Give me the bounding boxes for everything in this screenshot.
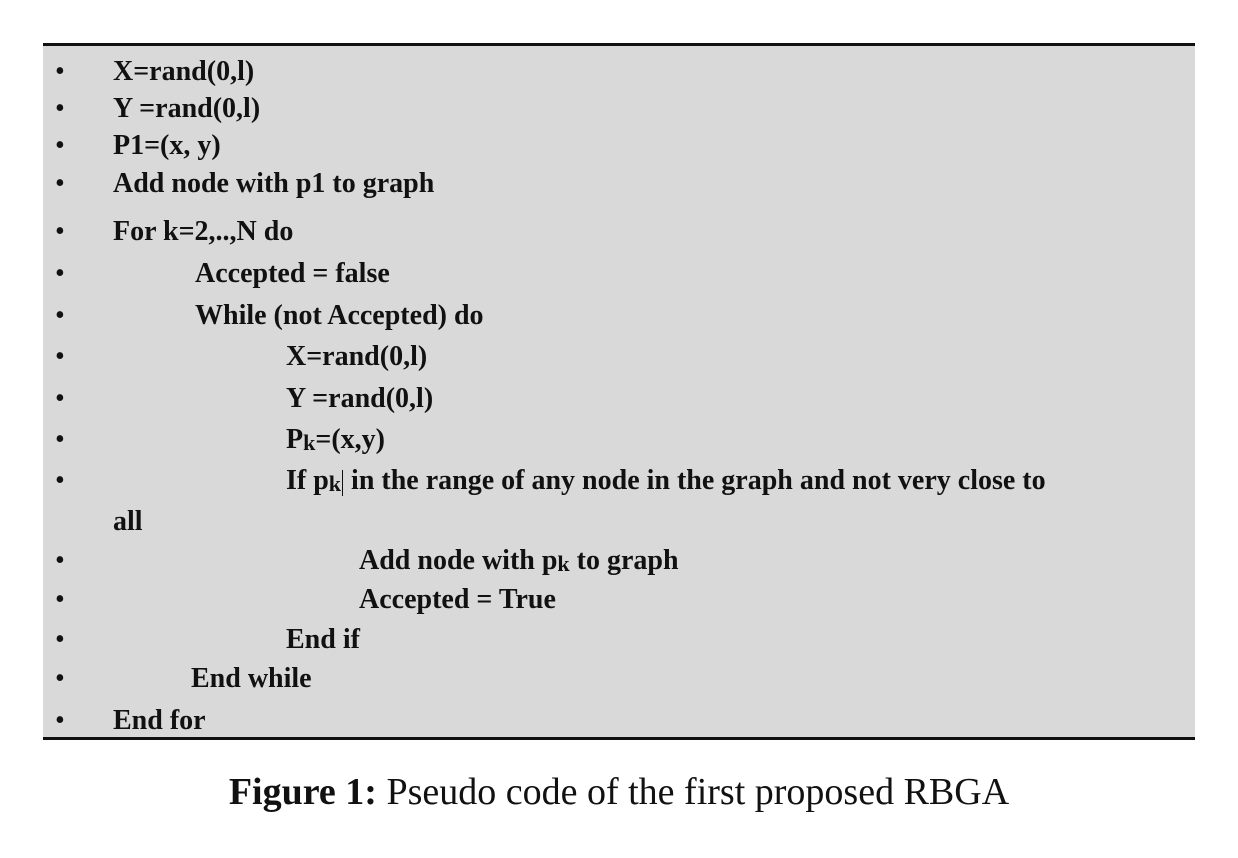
code-text: Accepted = True	[359, 584, 556, 615]
code-line: • Add node with pk to graph	[43, 543, 1195, 579]
code-line: • Accepted = True	[43, 582, 1195, 618]
code-text: X=rand(0,l)	[286, 341, 428, 372]
code-text: End for	[113, 705, 206, 736]
bullet-icon: •	[55, 663, 65, 694]
code-line: • X=rand(0,l)	[43, 339, 1195, 375]
subscript-k: k	[328, 471, 342, 496]
code-text: End while	[191, 663, 312, 694]
bullet-icon: •	[55, 56, 65, 87]
code-text-wrap: all	[113, 506, 143, 537]
bullet-icon: •	[55, 168, 65, 199]
code-line: • P1=(x, y)	[43, 128, 1195, 164]
code-text-post: in the range of any node in the graph an…	[344, 465, 1046, 496]
bullet-icon: •	[55, 300, 65, 331]
bullet-icon: •	[55, 383, 65, 414]
code-text-post: to graph	[569, 545, 679, 576]
code-text: Y =rand(0,l)	[113, 93, 261, 124]
code-line-wrap: all	[43, 504, 1195, 540]
code-text: Pk=(x,y)	[286, 422, 385, 459]
code-text: P1=(x, y)	[113, 130, 221, 161]
bullet-icon: •	[55, 216, 65, 247]
bullet-icon: •	[55, 130, 65, 161]
bullet-icon: •	[55, 545, 65, 576]
bullet-icon: •	[55, 624, 65, 655]
code-text: Add node with pk to graph	[359, 543, 679, 580]
bullet-icon: •	[55, 424, 65, 455]
code-text: Add node with p1 to graph	[113, 168, 435, 199]
code-text: X=rand(0,l)	[113, 56, 255, 87]
code-text: While (not Accepted) do	[195, 300, 484, 331]
code-text-pre: Add node with p	[359, 545, 558, 576]
code-text: If pk in the range of any node in the gr…	[286, 463, 1046, 500]
code-text-pre: P	[286, 424, 304, 455]
figure-caption-text: Pseudo code of the first proposed RBGA	[376, 771, 1010, 813]
code-line: • X=rand(0,l)	[43, 54, 1195, 90]
bullet-icon: •	[55, 584, 65, 615]
code-line: • End for	[43, 703, 1195, 739]
code-text: Y =rand(0,l)	[286, 383, 434, 414]
pseudo-code-box: • X=rand(0,l) • Y =rand(0,l) • P1=(x, y)…	[43, 43, 1195, 740]
figure-caption: Figure 1: Pseudo code of the first propo…	[0, 770, 1238, 814]
code-line: • End while	[43, 661, 1195, 697]
code-line: • If pk in the range of any node in the …	[43, 463, 1195, 499]
code-line: • Y =rand(0,l)	[43, 91, 1195, 127]
code-text-pre: If p	[286, 465, 329, 496]
bullet-icon: •	[55, 93, 65, 124]
bullet-icon: •	[55, 341, 65, 372]
bullet-icon: •	[55, 465, 65, 496]
subscript-k: k	[557, 551, 570, 576]
code-text-post: =(x,y)	[315, 424, 385, 455]
figure-label: Figure 1:	[228, 771, 377, 813]
code-line: • While (not Accepted) do	[43, 298, 1195, 334]
subscript-k: k	[303, 430, 316, 455]
code-line: • Pk=(x,y)	[43, 422, 1195, 458]
bullet-icon: •	[55, 258, 65, 289]
code-line: • Add node with p1 to graph	[43, 166, 1195, 202]
code-line: • Accepted = false	[43, 256, 1195, 292]
bullet-icon: •	[55, 705, 65, 736]
code-line: • End if	[43, 622, 1195, 658]
code-text: Accepted = false	[195, 258, 390, 289]
code-line: • For k=2,..,N do	[43, 214, 1195, 250]
code-text: End if	[286, 624, 360, 655]
code-text: For k=2,..,N do	[113, 216, 294, 247]
code-line: • Y =rand(0,l)	[43, 381, 1195, 417]
text-cursor	[342, 469, 344, 496]
